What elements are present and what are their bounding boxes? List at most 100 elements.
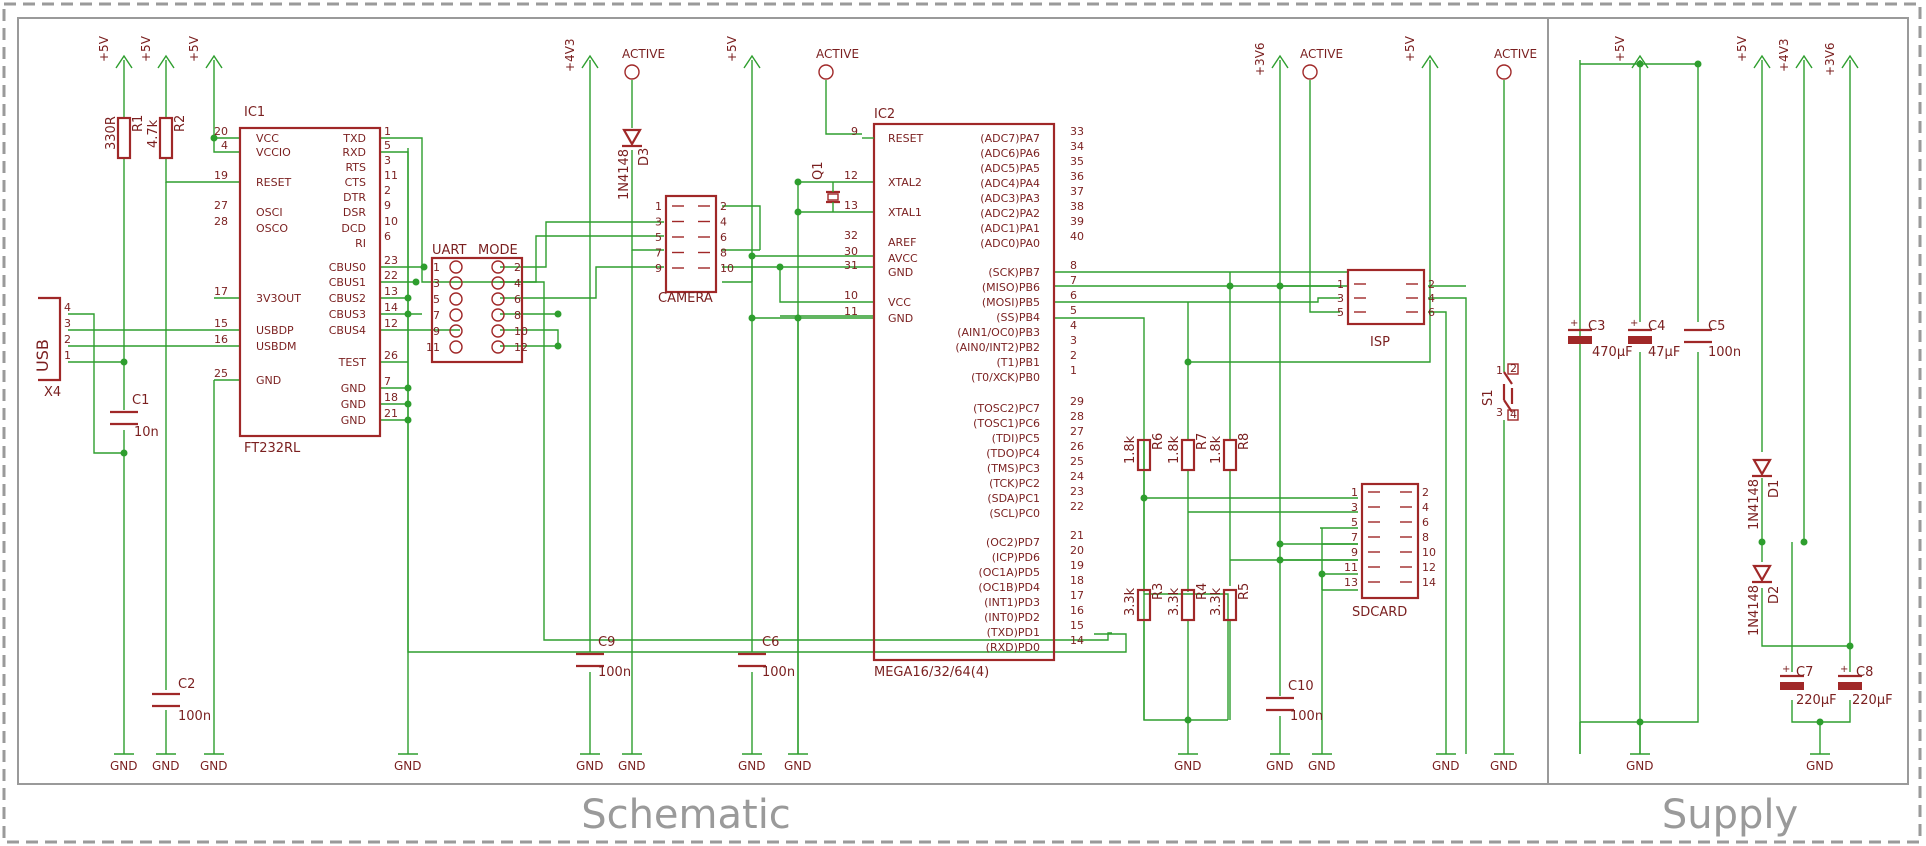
uart-mode-pin-pad: [491, 308, 505, 322]
ic2-pin-name: (T1)PB1: [997, 356, 1040, 369]
ic1-pin-number: 9: [384, 199, 391, 212]
ic2-pin-number: 15: [1070, 619, 1084, 632]
sdcard-pin-number: 11: [1344, 561, 1358, 574]
net-label-active: ACTIVE: [1494, 47, 1537, 61]
ic2-pin-name: (ADC2)PA2: [980, 207, 1040, 220]
net-label-p5v: +5V: [97, 35, 111, 62]
usb-pin: 2: [64, 333, 71, 346]
s1-pin: 4: [1510, 408, 1517, 421]
ic2-pin-number: 27: [1070, 425, 1084, 438]
ic2-pin-number: 17: [1070, 589, 1084, 602]
r3-value: 3.3k: [1123, 587, 1138, 616]
r2-value: 4.7k: [146, 119, 161, 148]
ic1-ft232rl: IC1 FT232RL 20VCC4VCCIO19RESET27OSCI28OS…: [214, 105, 398, 456]
ic1-pin-number: 19: [214, 169, 228, 182]
usb-ref: X4: [44, 385, 61, 400]
sdcard-pin-number: 1: [1351, 486, 1358, 499]
net-label-p4v3: +4V3: [563, 38, 577, 72]
ic2-pin-number: 30: [844, 245, 858, 258]
ic2-pin-name: (ADC1)PA1: [980, 222, 1040, 235]
d2-ref: D2: [1767, 586, 1782, 604]
ic1-pin-number: 26: [384, 349, 398, 362]
camera-pin-number: 2: [720, 200, 727, 213]
uart-mode-pin-pad: [491, 340, 505, 354]
ic2-pin-number: 4: [1070, 319, 1077, 332]
c9-ref: C9: [598, 635, 615, 650]
isp-pin-number: 5: [1337, 306, 1344, 319]
ic1-pin-number: 18: [384, 391, 398, 404]
ic2-pin-number: 21: [1070, 529, 1084, 542]
ic1-pin-number: 14: [384, 301, 398, 314]
ic2-pin-number: 11: [844, 305, 858, 318]
active-testpoints: ACTIVE ACTIVE ACTIVE ACTIVE: [622, 47, 1537, 80]
camera-pin-number: 7: [655, 247, 662, 260]
ic2-pin-name: VCC: [888, 296, 911, 309]
ic2-pin-number: 16: [1070, 604, 1084, 617]
ic2-left-pins: 9RESET12XTAL213XTAL132AREF30AVCC31GND10V…: [844, 125, 924, 325]
sdcard-pin-number: 9: [1351, 546, 1358, 559]
ic2-pin-number: 25: [1070, 455, 1084, 468]
gnd-label: GND: [152, 759, 180, 773]
r6-ref: R6: [1151, 433, 1166, 450]
gnd-label: GND: [1490, 759, 1518, 773]
ic2-pin-number: 20: [1070, 544, 1084, 557]
sdcard-pin-number: 13: [1344, 576, 1358, 589]
ic2-pin-name: (MOSI)PB5: [982, 296, 1040, 309]
usb-pin: 3: [64, 317, 71, 330]
ic1-pin-name: OSCO: [256, 222, 288, 235]
ic1-pin-number: 4: [221, 139, 228, 152]
d1-ref: D1: [1767, 480, 1782, 498]
ic2-pin-name: XTAL2: [888, 176, 922, 189]
c7-value: 220µF: [1796, 693, 1837, 708]
c4-value: 47µF: [1648, 345, 1680, 360]
ic2-value: MEGA16/32/64(4): [874, 665, 989, 680]
gnd-label: GND: [1432, 759, 1460, 773]
net-label-p5v: +5V: [139, 35, 153, 62]
camera-pin-number: 1: [655, 200, 662, 213]
net-label-active: ACTIVE: [622, 47, 665, 61]
ic2-pin-number: 18: [1070, 574, 1084, 587]
ic1-pin-name: CBUS0: [329, 261, 366, 274]
ic2-pin-name: (OC2)PD7: [986, 536, 1040, 549]
isp-pin-number: 1: [1337, 278, 1344, 291]
c1-ref: C1: [132, 393, 149, 408]
gnd-label: GND: [1174, 759, 1202, 773]
gnd-label: GND: [738, 759, 766, 773]
ic1-pin-name: VCC: [256, 132, 279, 145]
ic2-pin-number: 38: [1070, 200, 1084, 213]
gnd-label: GND: [1626, 759, 1654, 773]
svg-text:+: +: [1630, 318, 1638, 329]
r4-ref: R4: [1195, 583, 1210, 600]
net-label-p5v: +5V: [1403, 35, 1417, 62]
ic2-pin-name: (TOSC1)PC6: [973, 417, 1040, 430]
ic2-pin-name: (TDI)PC5: [992, 432, 1040, 445]
c2-value: 100n: [178, 709, 211, 724]
sdcard-ref: SDCARD: [1352, 605, 1407, 620]
uart-mode-pin-number: 6: [514, 293, 521, 306]
ic2-pin-number: 19: [1070, 559, 1084, 572]
r7-ref: R7: [1195, 433, 1210, 450]
ic2-pin-number: 12: [844, 169, 858, 182]
ic2-pin-name: AREF: [888, 236, 916, 249]
ic2-pin-name: (INT0)PD2: [984, 611, 1040, 624]
net-label-p5v: +5V: [187, 35, 201, 62]
r6-value: 1.8k: [1123, 435, 1138, 464]
uart-mode-pin-pad: [449, 276, 463, 290]
ic1-pin-number: 21: [384, 407, 398, 420]
net-label-p5v: +5V: [1613, 35, 1627, 62]
usb-label: USB: [33, 339, 52, 372]
isp-ref: ISP: [1370, 335, 1390, 350]
isp-pin-number: 6: [1428, 306, 1435, 319]
c4-ref: C4: [1648, 319, 1665, 334]
sdcard-pin-number: 3: [1351, 501, 1358, 514]
sdcard-pin-number: 8: [1422, 531, 1429, 544]
capacitors: C1 10n C2 100n C9 100n C6 100n C10 100n …: [110, 318, 1893, 724]
uart-mode-pin-number: 1: [433, 261, 440, 274]
diodes: 1N4148 D3 1N4148 D1 1N4148 D2: [617, 128, 1782, 636]
power-labels: +5V +5V +5V +4V3 +5V +3V6 +5V +5V +5V +4…: [97, 35, 1837, 76]
usb-pin: 1: [64, 349, 71, 362]
sdcard-pin-number: 5: [1351, 516, 1358, 529]
